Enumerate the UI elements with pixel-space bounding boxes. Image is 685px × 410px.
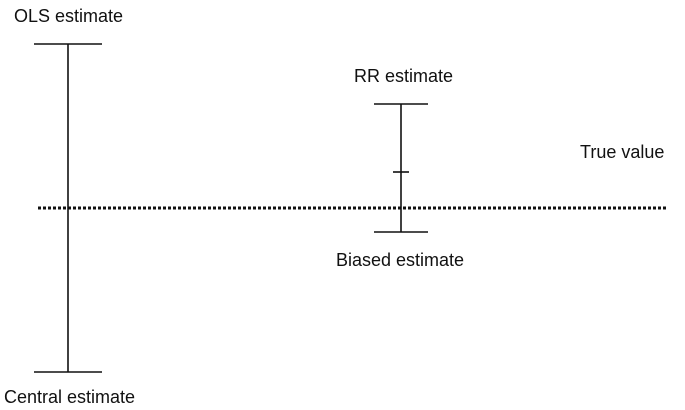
biased-estimate-label: Biased estimate (336, 250, 465, 270)
central-estimate-label: Central estimate (4, 387, 136, 407)
ols-estimate-label: OLS estimate (14, 6, 124, 26)
rr-error-bar (374, 103, 428, 233)
rr-estimate-label: RR estimate (354, 66, 454, 86)
true-value-label: True value (580, 142, 665, 162)
ols-error-bar (34, 43, 102, 373)
